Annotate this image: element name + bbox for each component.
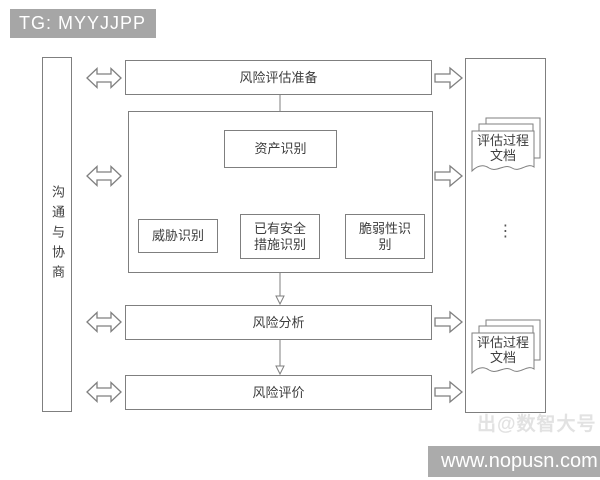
step-existing-measures-identification: 已有安全措施识别 <box>240 214 320 259</box>
assessment-document-label: 评估过程文档 <box>476 335 529 365</box>
arrow-right-icon <box>434 310 463 334</box>
double-arrow-icon <box>86 66 122 90</box>
double-arrow-icon <box>86 164 122 188</box>
document-stack-icon <box>471 117 541 173</box>
channel-watermark-badge: TG: MYYJJPP <box>10 9 156 38</box>
arrow-right-icon <box>434 380 463 404</box>
communication-bar-label: 沟通与协商 <box>50 184 65 285</box>
step-risk-analysis: 风险分析 <box>125 305 432 340</box>
arrow-right-icon <box>434 66 463 90</box>
communication-bar: 沟通与协商 <box>42 57 72 412</box>
double-arrow-icon <box>86 310 122 334</box>
step-vulnerability-identification: 脆弱性识别 <box>345 214 425 259</box>
arrow-right-icon <box>434 164 463 188</box>
document-stack-icon <box>471 319 541 375</box>
step-vulnerability-label: 脆弱性识别 <box>358 220 411 252</box>
vertical-ellipsis: ⋮ <box>497 223 514 240</box>
site-url-bar: www.nopusn.com <box>428 446 600 477</box>
step-risk-assessment-preparation: 风险评估准备 <box>125 60 432 95</box>
step-risk-evaluation: 风险评价 <box>125 375 432 410</box>
assessment-document-label: 评估过程文档 <box>476 133 529 163</box>
step-asset-identification: 资产识别 <box>224 130 337 168</box>
double-arrow-icon <box>86 380 122 404</box>
brand-watermark: 出@数智大号 <box>477 414 597 435</box>
step-existing-measures-label: 已有安全措施识别 <box>253 220 306 252</box>
step-threat-identification: 威胁识别 <box>138 219 218 253</box>
